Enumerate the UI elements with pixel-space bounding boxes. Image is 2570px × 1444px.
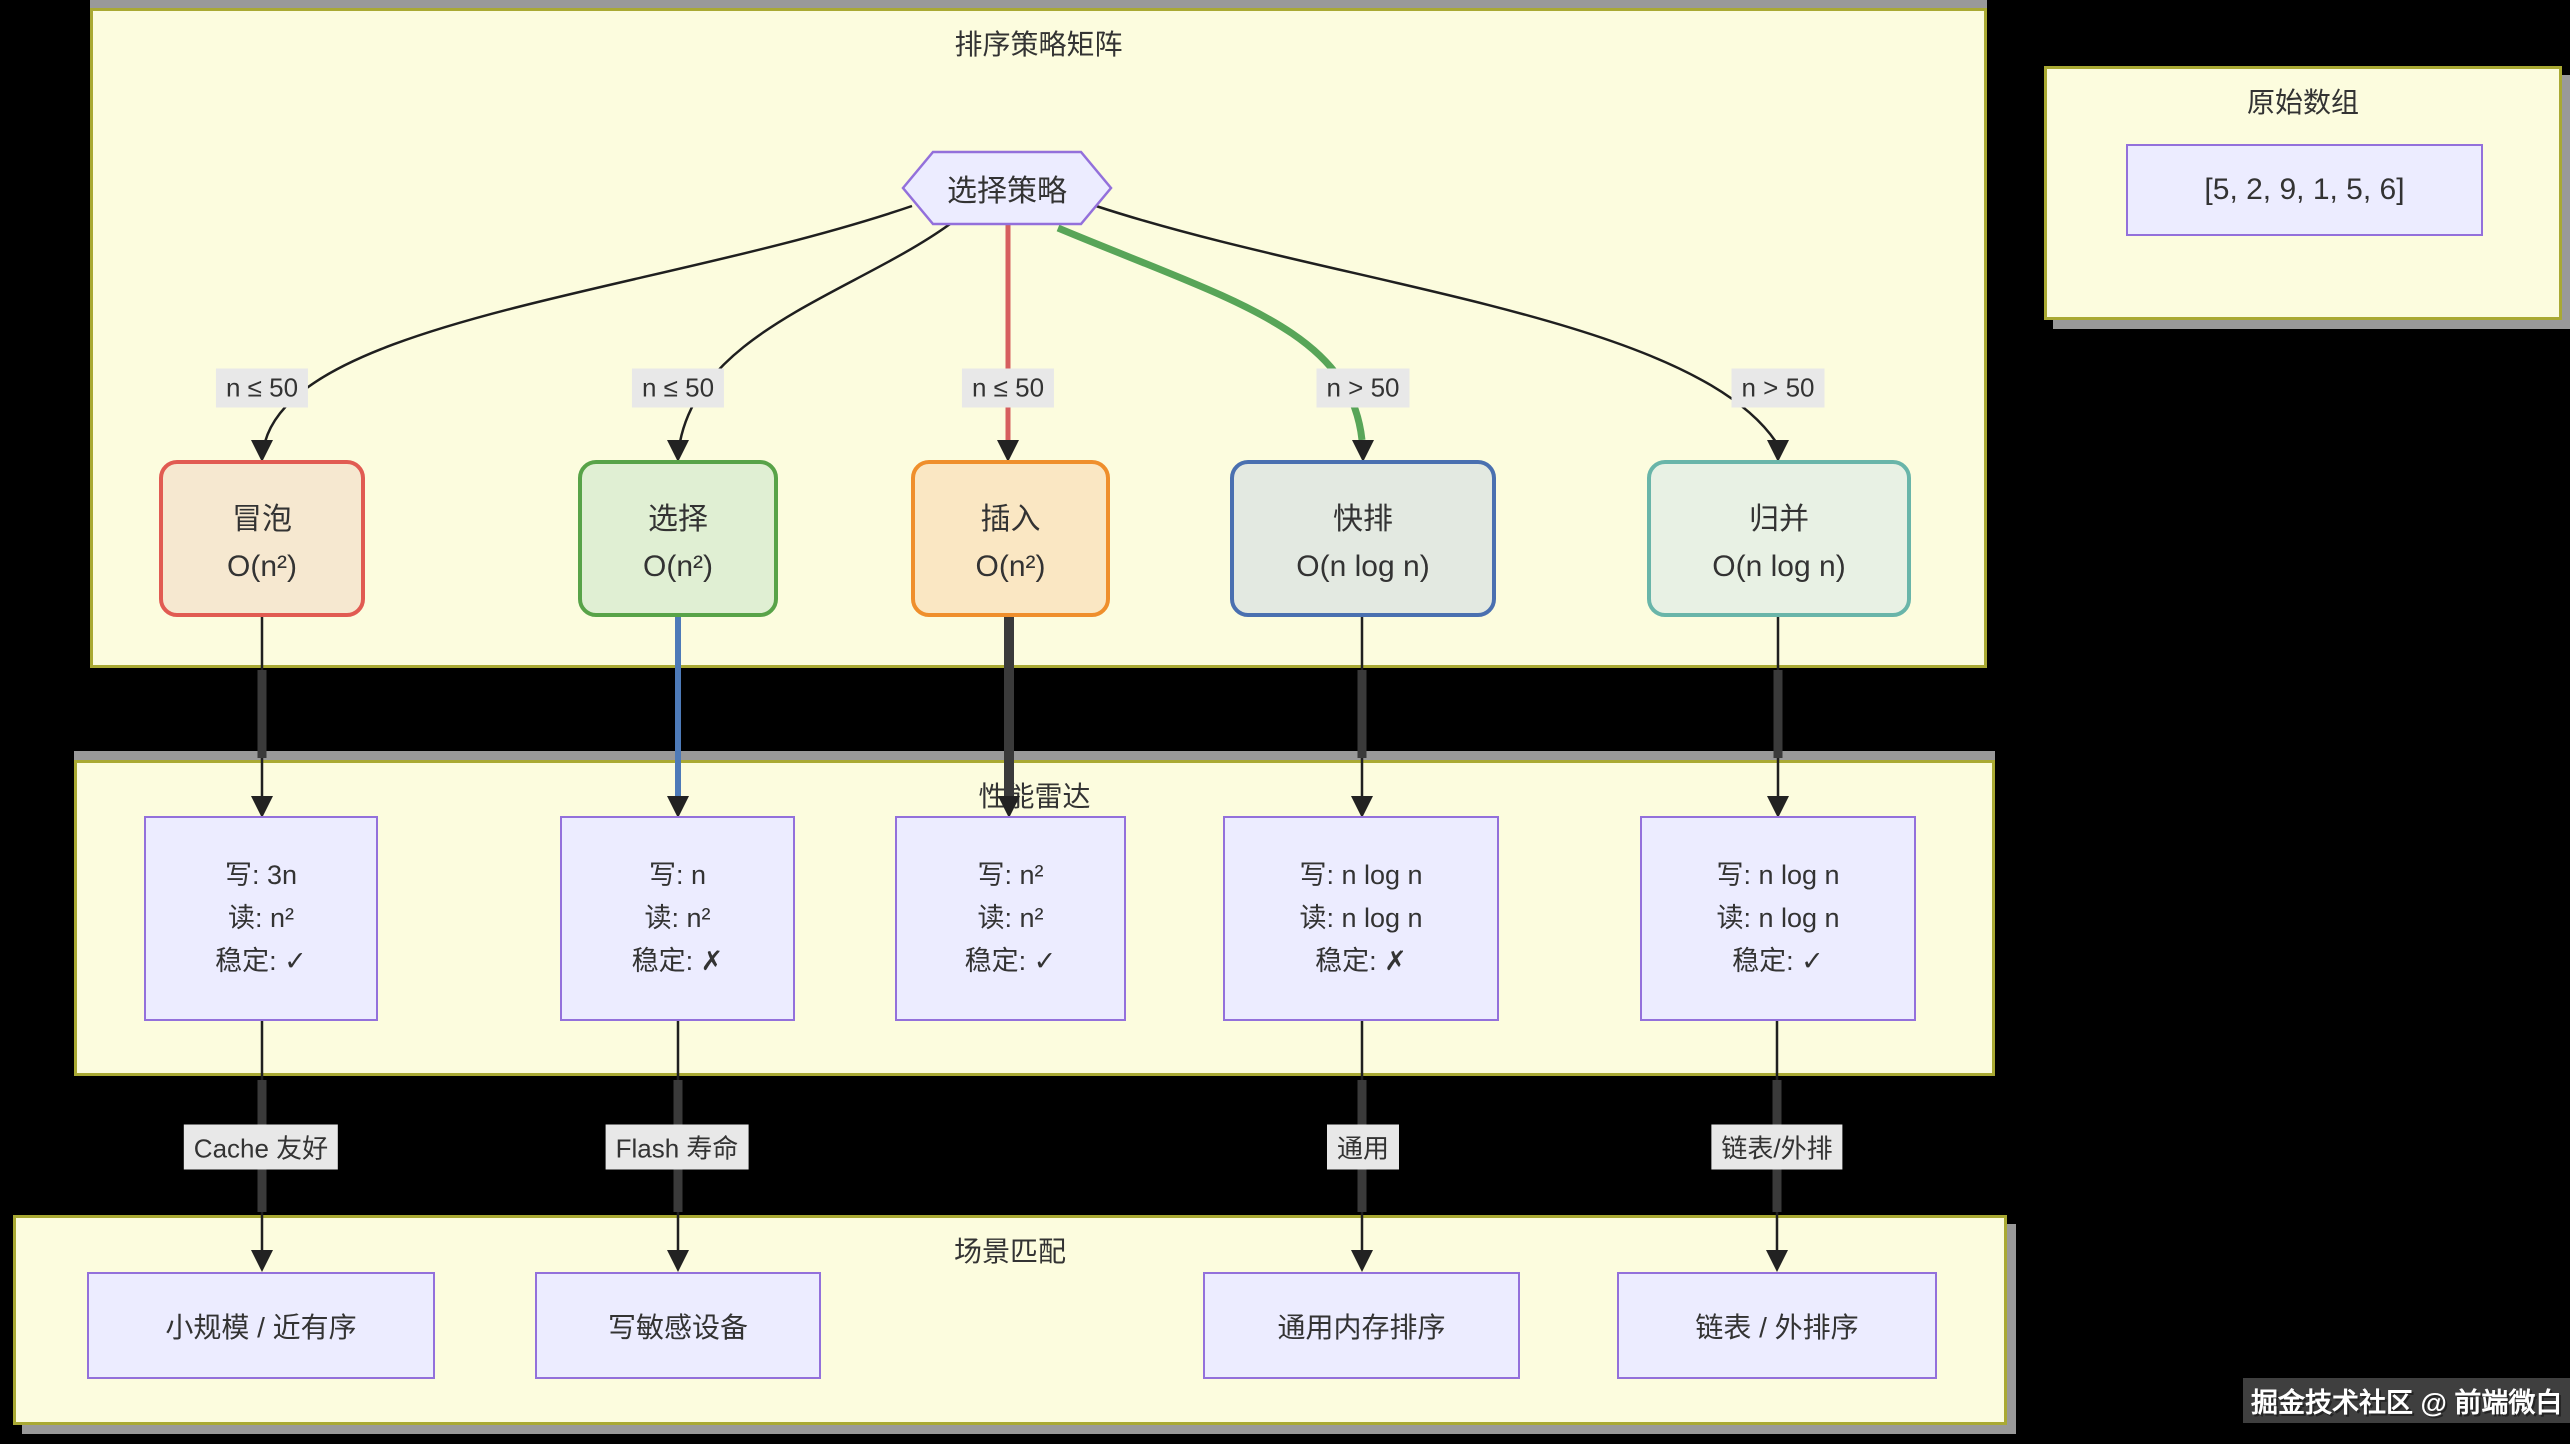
arrowhead [667, 796, 689, 818]
edge-label-condition-2: n ≤ 50 [631, 368, 725, 408]
edge-decision-to-quicksort-green [1056, 224, 1366, 441]
radar-card-merge: 写: n log n 读: n log n 稳定: ✓ [1640, 816, 1916, 1021]
radar-card-quicksort: 写: n log n 读: n log n 稳定: ✗ [1223, 816, 1499, 1021]
performance-radar-title: 性能雷达 [978, 781, 1091, 812]
algorithm-complexity: O(n log n) [1296, 549, 1430, 583]
arrowheads-scenario [251, 1250, 1788, 1272]
edge-decision-to-selection [678, 222, 951, 443]
arrowhead [1352, 440, 1374, 462]
edge-label-cache-friendly: Cache 友好 [183, 1124, 339, 1170]
algorithm-node-quicksort: 快排 O(n log n) [1230, 460, 1496, 617]
scenario-card-write-sensitive: 写敏感设备 [535, 1272, 821, 1379]
strategy-matrix-title: 排序策略矩阵 [954, 29, 1123, 60]
radar-write: 写: 3n [224, 859, 298, 890]
scenario-card-small-scale: 小规模 / 近有序 [87, 1272, 435, 1379]
algorithm-name: 归并 [1749, 502, 1809, 536]
edge-label-condition-5: n > 50 [1731, 368, 1825, 408]
edge-decision-to-bubble [263, 204, 913, 443]
arrowhead [1766, 1250, 1788, 1272]
decision-hexagon-shape [901, 150, 1113, 226]
radar-stable: 稳定: ✓ [215, 946, 307, 977]
edge-label-condition-3: n ≤ 50 [961, 368, 1055, 408]
arrowhead [1351, 796, 1373, 818]
scenario-text: 通用内存排序 [1277, 1311, 1446, 1343]
algorithm-node-bubble: 冒泡 O(n²) [159, 460, 365, 617]
radar-stable: 稳定: ✗ [1315, 946, 1407, 977]
decision-node: 选择策略 [947, 175, 1067, 208]
original-array-value: [5, 2, 9, 1, 5, 6] [2126, 144, 2483, 236]
arrowhead [1351, 1250, 1373, 1272]
arrowhead [251, 440, 273, 462]
radar-stable: 稳定: ✓ [1732, 946, 1824, 977]
arrowheads-algorithms [251, 440, 1789, 462]
arrowhead [1767, 440, 1789, 462]
radar-card-selection: 写: n 读: n² 稳定: ✗ [560, 816, 795, 1021]
radar-write: 写: n log n [1299, 859, 1423, 890]
radar-card-insertion: 写: n² 读: n² 稳定: ✓ [895, 816, 1126, 1021]
edge-label-condition-4: n > 50 [1316, 368, 1410, 408]
radar-read: 读: n² [977, 902, 1044, 933]
radar-card-bubble: 写: 3n 读: n² 稳定: ✓ [144, 816, 378, 1021]
radar-write: 写: n log n [1716, 859, 1840, 890]
radar-read: 读: n² [644, 902, 711, 933]
arrowhead [667, 440, 689, 462]
edge-label-condition-1: n ≤ 50 [215, 368, 309, 408]
arrowhead [1767, 796, 1789, 818]
arrowhead [251, 796, 273, 818]
radar-read: 读: n log n [1299, 902, 1423, 933]
scenario-card-linked-external: 链表 / 外排序 [1617, 1272, 1937, 1379]
edge-decision-to-merge [1095, 204, 1778, 443]
scenario-match-title: 场景匹配 [953, 1236, 1066, 1267]
edges-radar-to-scenario [257, 1021, 1782, 1254]
watermark: 掘金技术社区 @ 前端微白 [2243, 1378, 2570, 1423]
algorithm-node-selection: 选择 O(n²) [578, 460, 778, 617]
edge-label-general: 通用 [1326, 1124, 1400, 1170]
scenario-card-general-memory: 通用内存排序 [1203, 1272, 1520, 1379]
algorithm-complexity: O(n²) [975, 549, 1046, 583]
scenario-text: 小规模 / 近有序 [165, 1311, 357, 1343]
algorithm-complexity: O(n²) [227, 549, 297, 583]
radar-read: 读: n² [227, 902, 294, 933]
algorithm-complexity: O(n²) [643, 549, 713, 583]
arrowhead [998, 796, 1020, 818]
radar-stable: 稳定: ✓ [964, 946, 1057, 977]
algorithm-node-insertion: 插入 O(n²) [911, 460, 1110, 617]
edge-label-flash-lifetime: Flash 寿命 [605, 1124, 749, 1170]
scenario-text: 链表 / 外排序 [1695, 1311, 1859, 1343]
scenario-text: 写敏感设备 [607, 1311, 748, 1343]
algorithm-name: 快排 [1333, 502, 1393, 536]
algorithm-node-merge: 归并 O(n log n) [1647, 460, 1911, 617]
arrowheads-radar [251, 796, 1789, 818]
algorithm-name: 冒泡 [232, 502, 292, 536]
radar-write: 写: n [648, 859, 707, 890]
arrowhead [251, 1250, 273, 1272]
algorithm-name: 插入 [980, 502, 1041, 536]
radar-stable: 稳定: ✗ [631, 946, 724, 977]
algorithm-name: 选择 [648, 502, 708, 536]
arrowhead [667, 1250, 689, 1272]
arrowhead [997, 440, 1019, 462]
original-array-title: 原始数组 [2246, 87, 2359, 118]
edges-algorithms-to-radar [257, 617, 1783, 800]
radar-write: 写: n² [977, 859, 1044, 890]
radar-read: 读: n log n [1716, 902, 1840, 933]
edge-label-linked-list-external: 链表/外排 [1711, 1124, 1843, 1170]
algorithm-complexity: O(n log n) [1712, 549, 1846, 583]
